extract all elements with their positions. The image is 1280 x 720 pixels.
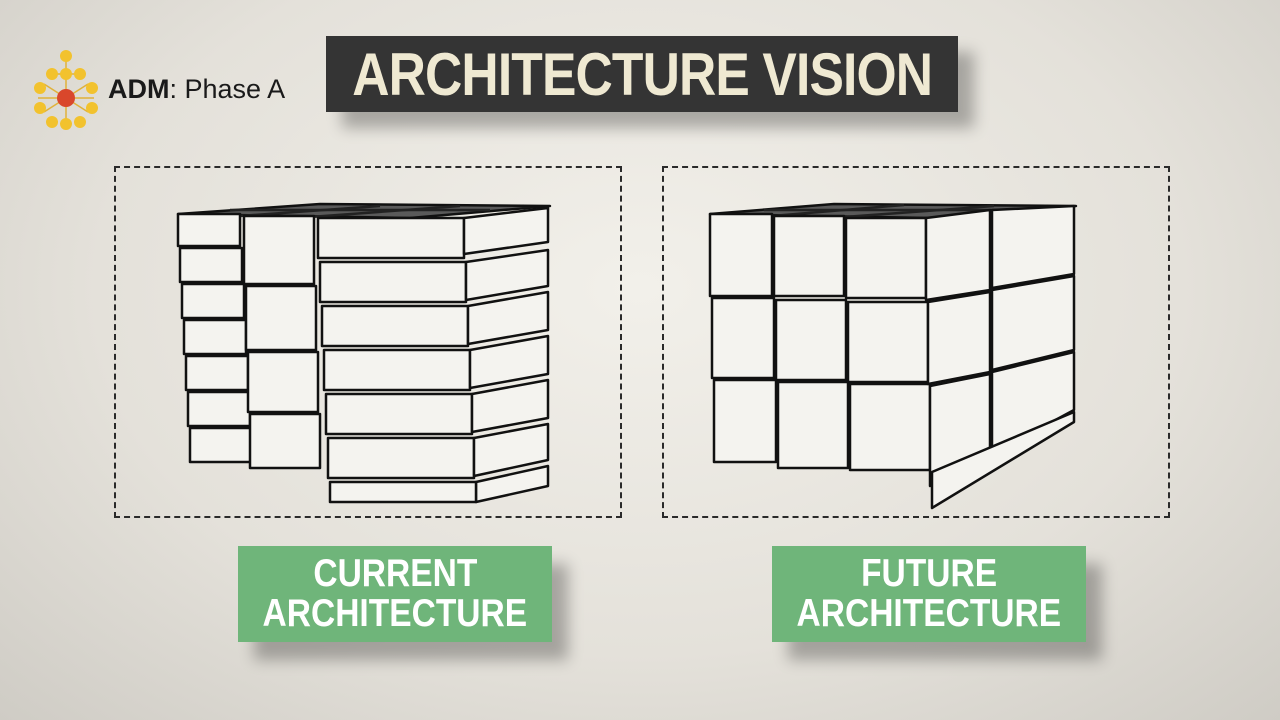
adm-label-phase: : Phase A [169, 74, 286, 104]
future-architecture-cube [708, 202, 1078, 510]
future-label-line2: ARCHITECTURE [796, 592, 1062, 635]
page-title: ARCHITECTURE VISION [352, 40, 933, 108]
adm-cycle-logo-icon [34, 50, 98, 130]
adm-label-bold: ADM [108, 74, 170, 104]
current-architecture-frame [114, 166, 622, 518]
current-label-line2: ARCHITECTURE [262, 592, 528, 635]
title-banner: ARCHITECTURE VISION [326, 36, 958, 112]
adm-phase-label: ADM: Phase A [108, 74, 285, 105]
current-architecture-label: CURRENT ARCHITECTURE [238, 546, 552, 642]
current-label-line1: CURRENT [313, 552, 477, 595]
future-architecture-label: FUTURE ARCHITECTURE [772, 546, 1086, 642]
future-architecture-frame [662, 166, 1170, 518]
future-label-line1: FUTURE [860, 552, 998, 595]
current-architecture-cube [176, 202, 552, 504]
